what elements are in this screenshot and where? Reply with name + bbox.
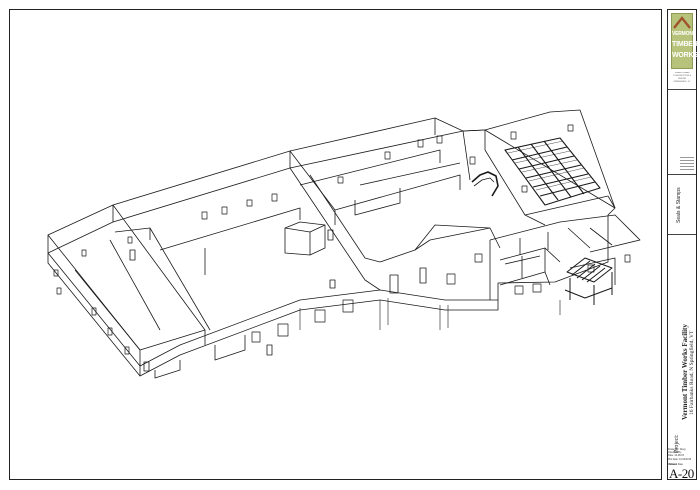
revision-header: Revision Date: [668, 463, 696, 466]
notes-lines: [680, 155, 694, 170]
project-address: 16 Fairbanks Road, N Springfield, VT: [689, 330, 695, 415]
seal-label: Seals & Stamps: [676, 187, 682, 223]
drawing-frame: [9, 9, 662, 480]
lower-right-rooms: [489, 214, 641, 300]
logo-tagline: TIMBER FRAME CONSTRUCTION & DESIGN SPRIN…: [673, 72, 691, 83]
left-wing-walls: [47, 150, 301, 379]
doors: [129, 229, 427, 372]
company-logo: VERMONT TIMBER WORKS: [671, 13, 698, 69]
notes-cell: [668, 90, 696, 175]
sheet-label: Sheet: [669, 462, 677, 466]
logo-word-3: WORKS: [672, 52, 698, 59]
revision-col: Revision: [668, 462, 678, 466]
project-name: Vermont Timber Works Facility: [681, 324, 689, 420]
windows: [53, 124, 631, 355]
revision-date-col: Date: [677, 462, 683, 466]
date: Date: 10-08-15: [668, 454, 684, 458]
logo-cell: VERMONT TIMBER WORKS TIMBER FRAME CONSTR…: [668, 10, 698, 90]
pergola: [564, 257, 613, 305]
seal-cell: Seals & Stamps: [668, 175, 696, 235]
timber-frame-grid: [504, 137, 601, 206]
drawn-by: Drawn By: Doug: [668, 448, 686, 451]
right-section-walls: [379, 109, 616, 263]
roof-icon: [673, 16, 691, 29]
checked-by: Checked By:: [668, 451, 682, 455]
logo-word-2: TIMBER: [672, 41, 698, 48]
ground-lines: [299, 298, 561, 330]
sheet-number: A-20: [669, 466, 694, 481]
title-block: VERMONT TIMBER WORKS TIMBER FRAME CONSTR…: [667, 9, 698, 480]
logo-word-1: VERMONT: [672, 31, 696, 37]
project-cell: Project: Vermont Timber Works Facility 1…: [668, 235, 696, 455]
plot-date: Plot Date: 10/13/2015: [668, 457, 692, 461]
sheet-info: Drawn By: Doug Checked By: Date: 10-08-1…: [668, 448, 696, 466]
center-section-walls: [284, 117, 499, 291]
